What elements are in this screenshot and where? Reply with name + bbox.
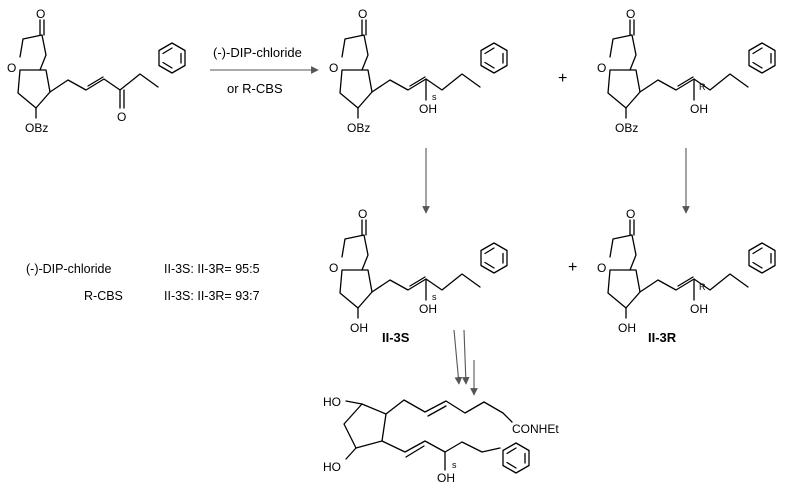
reagent-line-2: or R-CBS — [227, 81, 283, 96]
stereo-label-s: s — [432, 92, 437, 102]
compound-label-ii-3s: II-3S — [382, 330, 410, 345]
hydroxyl-group: OH — [419, 102, 437, 116]
cyclopentane-ring — [343, 403, 387, 449]
stereo-label-r: R — [699, 282, 706, 292]
obz-group: OBz — [25, 121, 48, 135]
hydroxyl-group: OH — [419, 302, 437, 316]
ring-oxygen: O — [7, 61, 16, 75]
final-amide-product: HO HO CONHEt OH s — [323, 395, 559, 485]
alcohol-r-protected: O O OBz OH R — [597, 7, 776, 135]
ring-oxygen: O — [597, 61, 606, 75]
bottom-hydroxyl: HO — [323, 460, 341, 474]
phenyl-ring — [748, 42, 776, 74]
phenyl-ring — [480, 42, 508, 74]
cyclopentane-ring — [17, 69, 51, 109]
plus-sign-top: + — [558, 70, 567, 87]
phenyl-ring — [502, 442, 530, 474]
top-hydroxyl: HO — [323, 395, 341, 409]
stereo-label-s: s — [432, 292, 437, 302]
hydroxyl-group: OH — [690, 302, 708, 316]
ring-oxygen: O — [329, 61, 338, 75]
reagent-line-1: (-)-DIP-chloride — [213, 45, 302, 60]
ring-hydroxyl: OH — [618, 321, 636, 335]
carbonyl-oxygen: O — [358, 7, 367, 21]
ring-hydroxyl: OH — [350, 321, 368, 335]
stereo-label-r: R — [699, 82, 706, 92]
carbonyl-oxygen: O — [626, 207, 635, 221]
compound-label-ii-3r: II-3R — [648, 330, 677, 345]
stereo-label-s: s — [452, 460, 457, 470]
lactone-ring — [19, 34, 47, 71]
obz-group: OBz — [347, 121, 370, 135]
obz-group: OBz — [615, 121, 638, 135]
amide-group: CONHEt — [512, 422, 559, 436]
starting-ketone: O O OBz O — [7, 7, 186, 135]
enone-chain — [49, 73, 159, 93]
carbonyl-oxygen: O — [626, 7, 635, 21]
ratio-value-1: II-3S: II-3R= 95:5 — [164, 262, 260, 276]
carbonyl-oxygen: O — [358, 207, 367, 221]
hydroxyl-group: OH — [690, 102, 708, 116]
ratio-value-2: II-3S: II-3R= 93:7 — [164, 289, 260, 303]
ketone-oxygen: O — [117, 110, 126, 124]
omega-chain — [381, 440, 501, 453]
alcohol-s-protected: O O OBz OH s — [329, 7, 508, 135]
compound-ii-3r: O O OH OH R — [597, 207, 776, 335]
ring-oxygen: O — [597, 261, 606, 275]
multi-step-arrows — [453, 329, 478, 396]
ring-oxygen: O — [329, 261, 338, 275]
phenyl-ring — [748, 242, 776, 274]
alpha-chain — [385, 399, 513, 423]
phenyl-ring — [480, 242, 508, 274]
ratio-reagent-1: (-)-DIP-chloride — [26, 262, 111, 276]
plus-sign-middle: + — [568, 259, 577, 276]
ratio-reagent-2: R-CBS — [84, 289, 123, 303]
carbonyl-oxygen: O — [36, 7, 45, 21]
compound-ii-3s: O O OH OH s — [329, 207, 508, 335]
hydroxyl-group: OH — [437, 471, 455, 485]
phenyl-ring — [158, 42, 186, 74]
